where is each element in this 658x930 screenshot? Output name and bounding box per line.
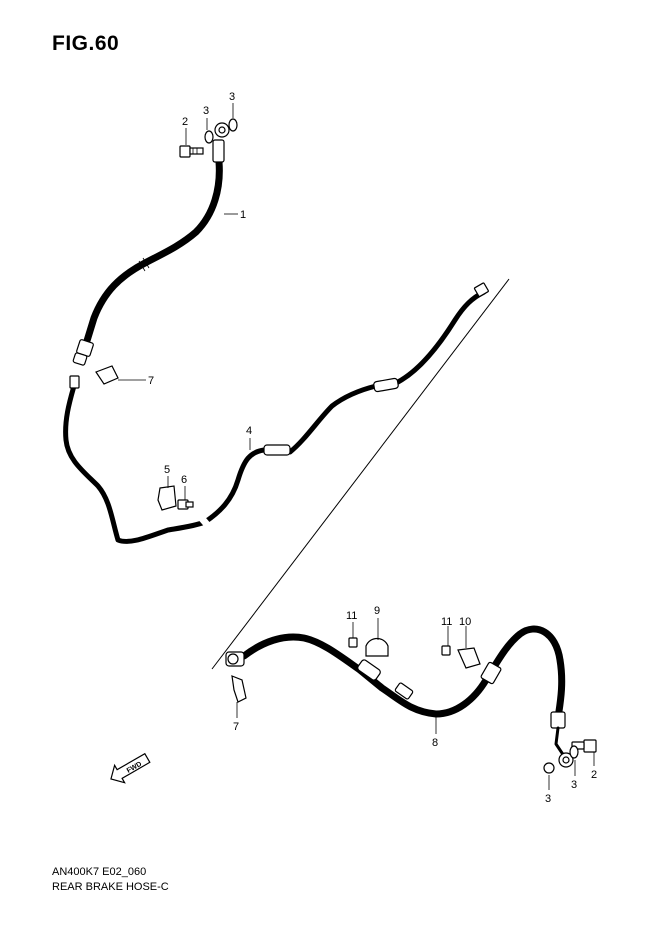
clamp-bolt — [177, 499, 194, 510]
washer-upper-1 — [204, 130, 214, 144]
callout-7-upper: 7 — [148, 375, 154, 387]
washer-upper-2 — [228, 118, 238, 132]
callout-11-a: 11 — [346, 610, 357, 622]
pipe-clamp — [157, 485, 177, 511]
figure-title: FIG.60 — [52, 32, 120, 55]
clip-lower — [231, 675, 247, 703]
hose-clamp-9 — [365, 637, 389, 657]
callout-3-lower-b: 3 — [571, 779, 577, 791]
callout-1: 1 — [240, 209, 246, 221]
banjo-bolt-lower — [571, 739, 597, 753]
section-divider-line — [211, 278, 510, 670]
callout-11-b: 11 — [441, 616, 452, 628]
figure-name: REAR BRAKE HOSE-C — [52, 881, 169, 893]
callout-7-lower: 7 — [233, 721, 239, 733]
callout-8: 8 — [432, 737, 438, 749]
callout-2-lower: 2 — [591, 769, 597, 781]
callout-10: 10 — [459, 616, 471, 628]
brake-hose-upper — [72, 122, 230, 366]
callout-4: 4 — [246, 425, 252, 437]
fwd-arrow-badge: FWD — [110, 752, 151, 784]
callout-3-upper-b: 3 — [229, 91, 235, 103]
callout-6: 6 — [181, 474, 187, 486]
callout-3-lower-a: 3 — [545, 793, 551, 805]
callout-labels: 1 2 3 3 4 5 6 7 7 8 9 10 11 11 3 3 2 — [148, 91, 597, 805]
clip-upper — [95, 365, 119, 385]
callout-2-upper: 2 — [182, 116, 188, 128]
banjo-bolt-upper — [179, 145, 204, 158]
clamp-bolt-9 — [348, 637, 358, 648]
hose-clamp-10 — [457, 647, 481, 669]
callout-leaders — [118, 103, 595, 790]
callout-5: 5 — [164, 464, 170, 476]
figure-code: AN400K7 E02_060 — [52, 866, 147, 878]
washer-lower-2 — [543, 762, 555, 774]
washer-lower-1 — [569, 745, 579, 759]
brake-pipe — [63, 282, 489, 544]
brake-hose-lower — [225, 625, 574, 768]
callout-3-upper-a: 3 — [203, 105, 209, 117]
callout-9: 9 — [374, 605, 380, 617]
clamp-bolt-10 — [441, 645, 451, 656]
